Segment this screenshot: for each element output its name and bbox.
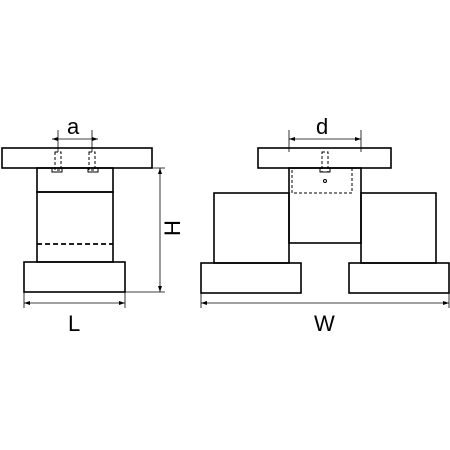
front-view: d W — [200, 114, 450, 336]
base-inner-dashed — [291, 167, 353, 194]
dimension-h: H — [113, 167, 185, 293]
lamp-head-front-left — [200, 262, 302, 294]
base-dot — [323, 179, 327, 183]
dimension-d: d — [288, 114, 362, 152]
base-body-left — [36, 167, 114, 193]
side-view: a H L — [1, 114, 185, 336]
dimension-d-label: d — [316, 114, 328, 139]
lamp-head-front-right — [348, 262, 450, 294]
dimension-w: W — [200, 293, 450, 336]
arm-left — [213, 192, 290, 264]
dimension-a-label: a — [67, 114, 80, 139]
dimension-w-label: W — [314, 311, 335, 336]
lamp-head-left — [23, 261, 126, 293]
dimension-a: a — [52, 114, 98, 152]
lamp-body-left — [36, 191, 114, 263]
arm-right — [360, 192, 437, 264]
screw-right — [321, 151, 329, 173]
ceiling-plate-left — [1, 147, 153, 169]
dimension-l-label: L — [68, 311, 80, 336]
ceiling-plate-right — [257, 147, 392, 169]
dimension-h-label: H — [160, 220, 185, 236]
dimension-l: L — [23, 292, 126, 336]
